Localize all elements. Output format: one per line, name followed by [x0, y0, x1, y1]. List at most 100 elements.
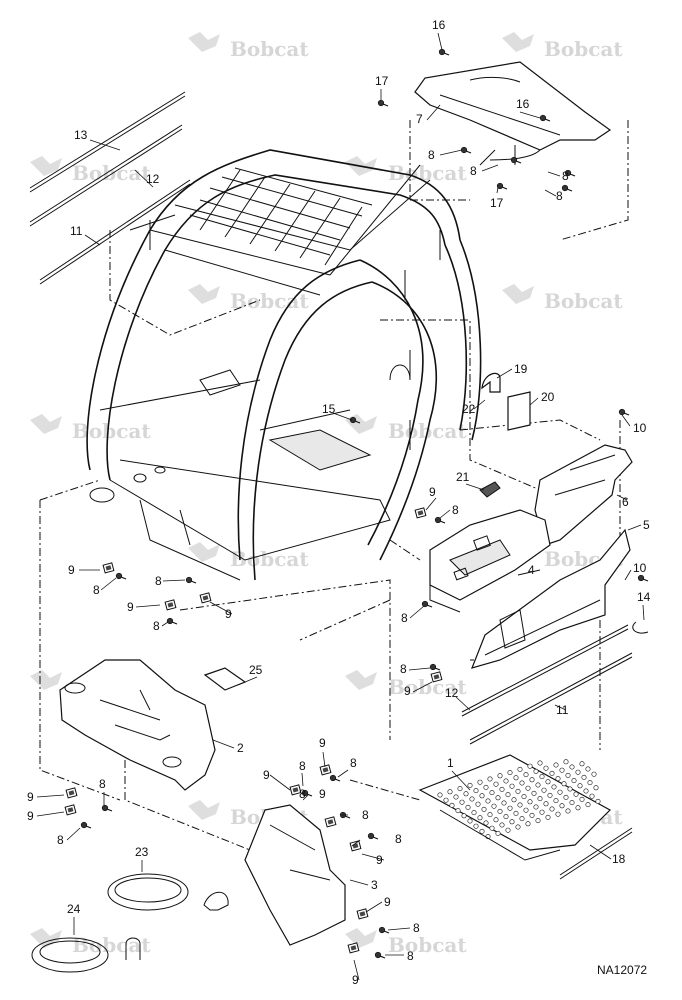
leader-line [161, 621, 169, 627]
rod-group-lower [461, 624, 633, 880]
callout-8-12: 8 [57, 833, 64, 847]
screw-icon [421, 600, 433, 608]
leader-line [337, 769, 349, 778]
callout-8-3: 8 [562, 169, 569, 183]
screw-icon [367, 832, 379, 840]
callout-12b: 12 [445, 686, 459, 700]
leader-line [332, 412, 353, 421]
fastener-hardware [64, 48, 649, 959]
screw-icon [101, 804, 113, 812]
leader-line [624, 569, 632, 581]
callout-8-18: 8 [413, 921, 420, 935]
callout-2: 2 [237, 741, 244, 755]
cab-frame [86, 149, 482, 581]
screw-icon [510, 156, 522, 164]
callout-labels: 16 17 16 7 8 8 8 8 17 13 12 11 15 19 20 … [27, 18, 651, 987]
leader-line [302, 794, 309, 801]
leader-line [473, 399, 486, 410]
callout-15: 15 [322, 402, 336, 416]
side-liner-panel [470, 528, 631, 669]
top-cover-plate [414, 61, 612, 166]
leader-line [589, 844, 612, 860]
callout-8-5: 8 [452, 503, 459, 517]
screw-icon [349, 416, 361, 424]
leader-line [349, 879, 369, 886]
callout-6: 6 [622, 495, 629, 509]
floor-mat-perforations [437, 759, 601, 840]
screw-icon [80, 821, 92, 829]
leader-line [627, 524, 642, 531]
leader-line [544, 189, 557, 197]
watermark-logo-icon: Bobcat [345, 414, 467, 443]
rod-group-upper [29, 91, 191, 285]
watermark-logo-icon: Bobcat [30, 928, 151, 957]
clip-nut-icon [64, 804, 77, 816]
clip-nut-icon [102, 562, 115, 574]
leader-line [547, 171, 561, 177]
watermark-logo-icon: Bobcat [30, 414, 151, 443]
callout-leader-lines [36, 32, 645, 981]
callout-11b: 11 [556, 703, 569, 717]
callout-9-4: 9 [127, 600, 134, 614]
seal-coil-23 [107, 873, 229, 911]
leader-line [437, 32, 443, 51]
watermark-text: Bobcat [72, 419, 151, 443]
leader-line [519, 111, 541, 119]
callout-9-1: 9 [429, 485, 436, 499]
clip-nut-icon [414, 507, 427, 519]
screw-icon [438, 48, 450, 56]
callout-1: 1 [447, 756, 454, 770]
callout-13: 13 [74, 128, 88, 142]
leader-line [439, 149, 463, 156]
screw-icon [377, 99, 389, 107]
leader-line [351, 839, 361, 847]
callout-9-7: 9 [27, 809, 34, 823]
callout-5: 5 [643, 518, 650, 532]
leader-line [439, 509, 451, 519]
leader-line [66, 827, 81, 841]
callout-25: 25 [249, 663, 263, 677]
callout-4: 4 [528, 563, 535, 577]
leader-line [554, 704, 567, 711]
assembly-guide-lines [39, 120, 629, 871]
callout-23: 23 [135, 845, 149, 859]
small-cover-25 [203, 667, 247, 691]
watermark-logo-icon: Bobcat [345, 928, 467, 957]
leader-line [616, 494, 628, 501]
clip-nut-icon [199, 592, 212, 604]
leader-line [496, 186, 499, 194]
callout-11a: 11 [70, 224, 83, 238]
control-console [429, 509, 551, 613]
watermark-logo-icon: Bobcat [345, 670, 467, 699]
callout-9-3: 9 [68, 563, 75, 577]
callout-18: 18 [612, 852, 626, 866]
leader-line [322, 751, 326, 768]
watermark-text: Bobcat [72, 161, 151, 185]
clip-14 [632, 621, 649, 634]
callout-14: 14 [637, 590, 651, 604]
leader-line [212, 739, 235, 749]
watermark-logo-icon: Bobcat [502, 284, 623, 313]
callout-12a: 12 [146, 172, 160, 186]
clip-nut-icon [324, 816, 337, 828]
callout-8-15: 8 [299, 787, 306, 801]
roof-grille [189, 167, 373, 266]
screw-icon [564, 169, 576, 177]
watermark-text: Bobcat [544, 289, 623, 313]
callout-3: 3 [371, 878, 378, 892]
clip-nut-icon [289, 784, 302, 796]
callout-8-4: 8 [556, 189, 563, 203]
leader-line [425, 497, 437, 511]
leader-line [353, 959, 360, 981]
seal-coil-24 [31, 937, 141, 973]
screw-icon [561, 184, 573, 192]
clip-nut-icon [319, 764, 332, 776]
leader-line [135, 604, 161, 608]
clip-nut-icon [356, 908, 369, 920]
callout-17a: 17 [375, 74, 389, 88]
leader-line [481, 164, 499, 172]
front-kick-panel [244, 804, 346, 946]
watermark-layer: Bobcat Bobcat Bobcat Bobcat Bobcat Bobca… [30, 32, 623, 957]
screw-icon [496, 182, 508, 190]
